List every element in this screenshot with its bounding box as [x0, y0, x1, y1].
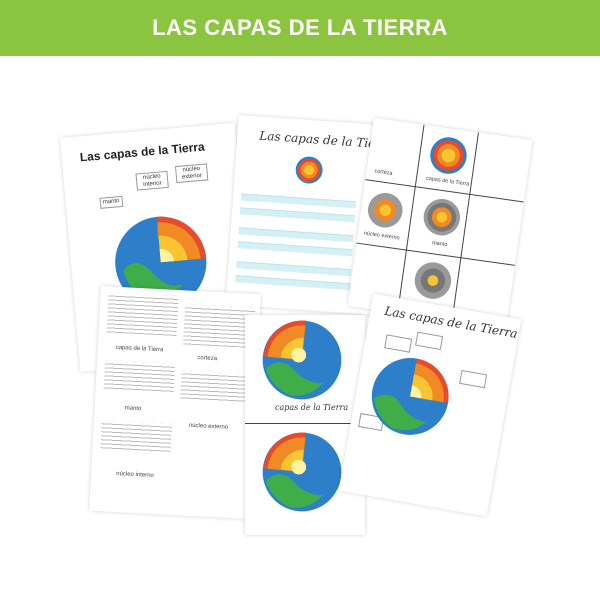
- worksheet-blank-diagram: Las capas de la Tierra: [338, 293, 522, 517]
- card-caption: capas de la Tierra: [275, 403, 349, 412]
- card-globe-grey: [365, 190, 406, 231]
- writing-line: [238, 227, 354, 243]
- section-heading: manto: [124, 405, 142, 413]
- worksheet-card-grid: capas de la Tierra manto núcleo externo …: [347, 117, 533, 329]
- writing-line: [236, 261, 352, 277]
- card-globe-grey: [420, 196, 463, 239]
- card-globe-grey: [411, 259, 454, 302]
- card-globe-color: [427, 134, 470, 177]
- section-heading: núcleo interno: [116, 471, 154, 479]
- small-globe-icon: [294, 155, 324, 185]
- paragraph-block: [103, 360, 176, 394]
- paragraph-block: [106, 292, 179, 336]
- blank-label-box: [384, 334, 413, 353]
- label-nucleo-exterior: núcleo exterior: [174, 163, 209, 184]
- worksheet-reading-text: capas de la Tierra corteza manto núcleo …: [89, 285, 261, 520]
- card-globe-large: [261, 431, 343, 513]
- writing-line: [240, 193, 357, 209]
- writing-line: [239, 207, 356, 223]
- card-caption: núcleo externo: [363, 230, 400, 242]
- writing-line: [237, 241, 353, 257]
- grid-divider: [245, 423, 365, 424]
- banner-title: LAS CAPAS DE LA TIERRA: [152, 15, 448, 40]
- worksheet-writing-practice: Las capas de la Tierra: [225, 114, 389, 316]
- label-manto: manto: [99, 195, 123, 209]
- writing-line: [235, 275, 351, 291]
- section-heading: corteza: [197, 355, 218, 363]
- paragraph-block: [100, 420, 172, 454]
- blank-label-box: [459, 369, 488, 389]
- earth-layers-globe: [364, 350, 457, 443]
- card-caption: manto: [431, 240, 448, 249]
- section-heading: capas de la Tierra: [115, 344, 164, 354]
- card-caption: corteza: [374, 168, 393, 177]
- worksheet-picture-cards: capas de la Tierra: [245, 315, 365, 535]
- card-caption: capas de la Tierra: [425, 175, 470, 188]
- section-heading: núcleo externo: [188, 422, 229, 431]
- card-globe-large: [261, 319, 343, 401]
- paragraph-block: [180, 370, 252, 404]
- label-nucleo-interior: núcleo interior: [135, 170, 169, 191]
- blank-label-box: [415, 331, 444, 351]
- sheet1-title: Las capas de la Tierra: [79, 139, 206, 165]
- header-banner: LAS CAPAS DE LA TIERRA: [0, 0, 600, 56]
